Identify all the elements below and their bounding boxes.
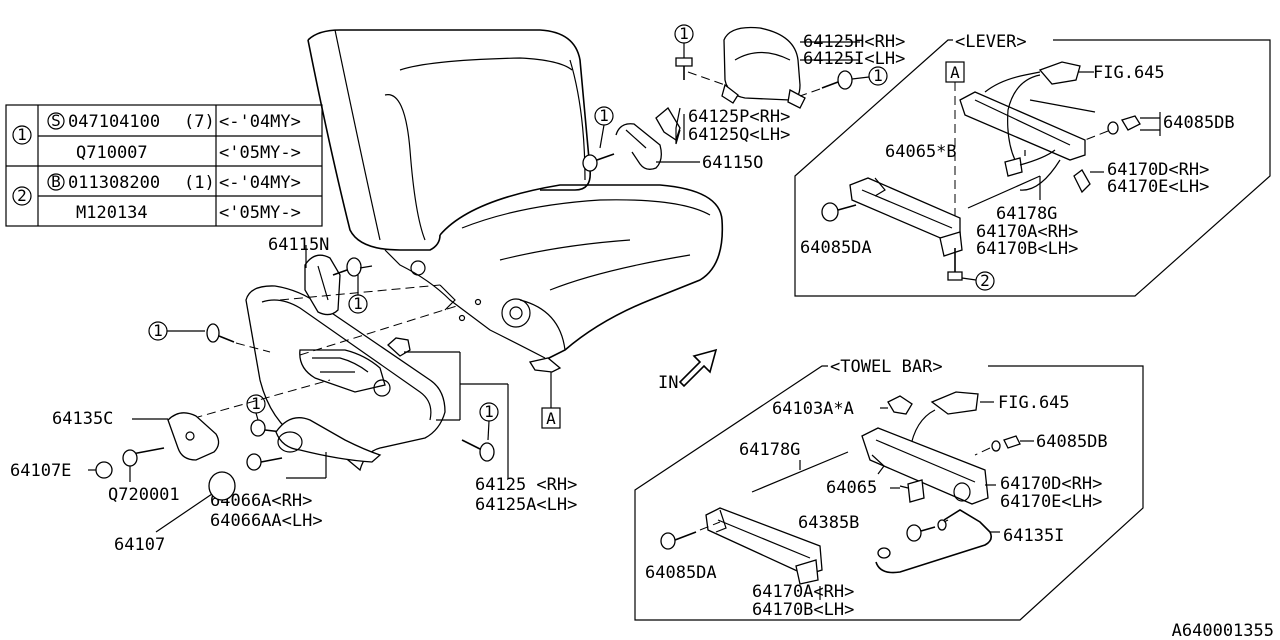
clip-64125 — [387, 337, 509, 478]
lever-label-64170A: 64170A<RH> — [976, 222, 1078, 242]
legend-part-1: 047104100 — [68, 112, 160, 132]
label-64125H: 64125H<RH> — [803, 32, 905, 52]
label-64066A: 64066A<RH> — [210, 491, 312, 511]
towel-bar-label-fig645: FIG.645 — [998, 393, 1070, 413]
lever-label-64170E: 64170E<LH> — [1107, 177, 1209, 197]
svg-text:1: 1 — [679, 24, 689, 43]
screw-top-left: 1 — [674, 24, 729, 87]
label-64135C: 64135C — [52, 409, 113, 429]
label-64125: 64125 <RH> — [475, 475, 577, 495]
label-64115O: 64115O — [702, 153, 763, 173]
legend-qty-3: (1) — [184, 173, 215, 193]
towel-bar-label-64103A: 64103A*A — [772, 399, 854, 419]
svg-text:1: 1 — [484, 402, 494, 421]
towel-bar-label-64170B: 64170B<LH> — [752, 600, 854, 620]
svg-text:1: 1 — [353, 294, 363, 313]
bracket-64115N — [304, 245, 341, 316]
legend-qty-1: (7) — [184, 112, 215, 132]
lever-label-64085DA: 64085DA — [800, 238, 872, 258]
cap-64107E — [88, 461, 113, 479]
towel-bar-panel: <TOWEL BAR> — [634, 357, 1144, 621]
svg-text:1: 1 — [873, 66, 883, 85]
figure-id: A640001355 — [1172, 621, 1274, 640]
screw-64125-bottom: 1 — [461, 402, 499, 462]
direction-in-arrow: IN — [658, 348, 718, 393]
label-64125Q: 64125Q<LH> — [688, 125, 790, 145]
towel-bar-label-64085DA: 64085DA — [645, 563, 717, 583]
lever-label-64170D: 64170D<RH> — [1107, 160, 1209, 180]
section-towel-bar-title: <TOWEL BAR> — [830, 357, 943, 377]
section-lever-title: <LEVER> — [955, 32, 1027, 52]
screw-top-right: 1 — [799, 66, 888, 97]
bracket-64115O: 1 — [582, 106, 700, 172]
screw-cover-left: 1 — [148, 321, 271, 353]
lever-label-64170B: 64170B<LH> — [976, 239, 1078, 259]
towel-bar-label-64385B: 64385B — [798, 513, 859, 533]
legend-prefix-b: B — [51, 172, 61, 191]
screw-64115N: 1 — [332, 257, 373, 314]
svg-text:A: A — [546, 409, 556, 428]
legend-table: 1 2 S 047104100 (7) <-'04MY> Q710007 <'0… — [5, 104, 323, 227]
label-64125A: 64125A<LH> — [475, 495, 577, 515]
alignment-line — [279, 284, 441, 301]
label-64115N: 64115N — [268, 235, 329, 255]
towel-bar-label-64170D: 64170D<RH> — [1000, 474, 1102, 494]
svg-text:2: 2 — [980, 271, 990, 290]
label-Q720001: Q720001 — [108, 485, 180, 505]
label-64107E: 64107E — [10, 461, 71, 481]
headrest-cover — [721, 26, 860, 109]
svg-text:1: 1 — [251, 394, 261, 413]
towel-bar-label-64085DB: 64085DB — [1036, 432, 1108, 452]
towel-bar-label-64135I: 64135I — [1003, 526, 1064, 546]
label-64066AA: 64066AA<LH> — [210, 511, 323, 531]
svg-text:1: 1 — [599, 106, 609, 125]
lever-64066A: 1 — [246, 394, 382, 479]
cap-64107 — [155, 471, 236, 533]
lever-panel: <LEVER> A — [794, 32, 1271, 297]
legend-prefix-s: S — [51, 111, 61, 130]
ref-a-box: A — [541, 372, 561, 429]
legend-index-2: 2 — [17, 186, 27, 205]
lever-label-64178G: 64178G — [996, 204, 1057, 224]
svg-text:IN: IN — [658, 373, 678, 393]
lever-label-64085DB: 64085DB — [1163, 113, 1235, 133]
legend-range-3: <-'04MY> — [219, 173, 301, 193]
alignment-line — [179, 379, 331, 423]
towel-bar-label-64178G: 64178G — [739, 440, 800, 460]
legend-range-2: <'05MY-> — [219, 143, 301, 163]
legend-part-4: M120134 — [76, 203, 148, 223]
seat-illustration — [307, 29, 724, 373]
legend-part-2: Q710007 — [76, 143, 148, 163]
towel-bar-label-64065: 64065 — [826, 478, 877, 498]
lever-label-64065B: 64065*B — [885, 142, 957, 162]
label-64107: 64107 — [114, 535, 165, 555]
legend-index-1: 1 — [17, 125, 27, 144]
towel-bar-label-64170A: 64170A<RH> — [752, 582, 854, 602]
legend-range-1: <-'04MY> — [219, 112, 301, 132]
bracket-64125PQ — [655, 107, 685, 145]
label-64125P: 64125P<RH> — [688, 107, 790, 127]
svg-text:A: A — [950, 63, 960, 82]
lever-label-fig645: FIG.645 — [1093, 63, 1165, 83]
label-64125I: 64125I<LH> — [803, 49, 905, 69]
knob-64135C — [122, 412, 220, 482]
svg-text:1: 1 — [153, 321, 163, 340]
legend-range-4: <'05MY-> — [219, 203, 301, 223]
legend-part-3: 011308200 — [68, 173, 160, 193]
towel-bar-label-64170E: 64170E<LH> — [1000, 492, 1102, 512]
